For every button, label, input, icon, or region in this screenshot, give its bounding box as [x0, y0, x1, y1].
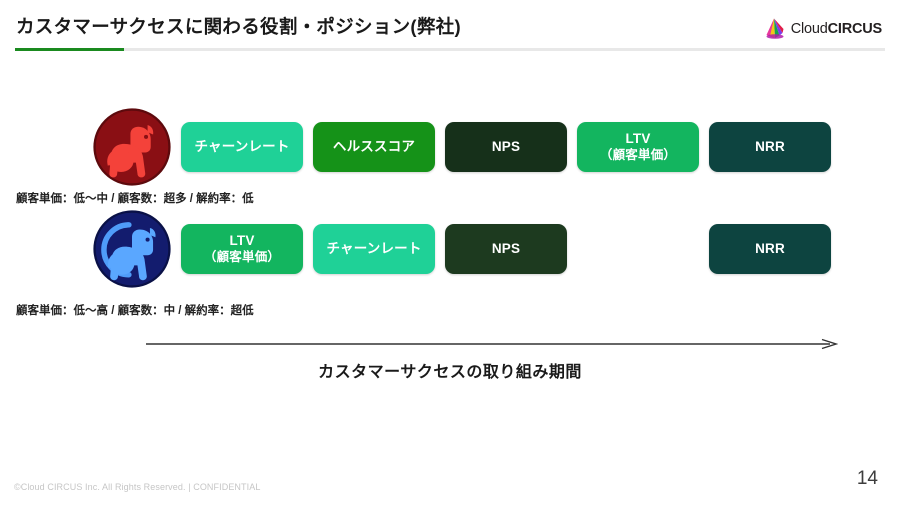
badge-label: NRR — [755, 138, 785, 154]
badge-ltv[interactable]: LTV （顧客単価） — [181, 224, 303, 274]
badge-label: LTV — [229, 232, 255, 248]
persona-caption-1: 顧客単価：低〜中 / 顧客数：超多 / 解約率：低 — [16, 193, 254, 205]
brand-word-cloud: Cloud — [790, 20, 828, 37]
page-number: 14 — [856, 468, 878, 489]
persona-row-2: LTV （顧客単価） チャーンレート NPS NRR — [0, 210, 900, 290]
badge-label: チャーンレート — [326, 240, 422, 256]
badge-label: ヘルススコア — [332, 138, 416, 154]
badge-label: NRR — [755, 240, 785, 256]
red-dog-icon — [93, 108, 171, 186]
circus-tent-icon — [763, 18, 785, 39]
title-divider — [15, 48, 885, 51]
brand-logo: CloudCIRCUS — [763, 18, 882, 39]
timeline-label: カスタマーサクセスの取り組み期間 — [318, 364, 582, 381]
badge-churn-rate[interactable]: チャーンレート — [313, 224, 435, 274]
persona-row-1: チャーンレート ヘルススコア NPS LTV （顧客単価） NRR — [0, 108, 900, 188]
badge-sublabel: （顧客単価） — [203, 249, 281, 264]
persona-caption-2: 顧客単価：低〜高 / 顧客数：中 / 解約率：超低 — [16, 305, 254, 317]
brand-word-circus: CIRCUS — [827, 20, 883, 37]
blue-dog-icon — [93, 210, 171, 288]
metric-badges-row-1: チャーンレート ヘルススコア NPS LTV （顧客単価） NRR — [181, 122, 831, 172]
badge-label: チャーンレート — [194, 138, 290, 154]
badge-label: NPS — [491, 240, 521, 256]
title-divider-accent — [15, 48, 124, 51]
badge-nrr[interactable]: NRR — [709, 224, 831, 274]
badge-sublabel: （顧客単価） — [599, 147, 677, 162]
badge-label: LTV — [625, 130, 651, 146]
badge-health-score[interactable]: ヘルススコア — [313, 122, 435, 172]
badge-nrr[interactable]: NRR — [709, 122, 831, 172]
brand-wordmark: CloudCIRCUS — [791, 21, 882, 37]
badge-nps[interactable]: NPS — [445, 122, 567, 172]
badge-empty-slot — [577, 224, 699, 274]
page-title: カスタマーサクセスに関わる役割・ポジション(弊社) — [16, 16, 461, 37]
timeline-arrow — [146, 338, 838, 350]
badge-ltv[interactable]: LTV （顧客単価） — [577, 122, 699, 172]
badge-nps[interactable]: NPS — [445, 224, 567, 274]
metric-badges-row-2: LTV （顧客単価） チャーンレート NPS NRR — [181, 224, 831, 274]
badge-label: NPS — [491, 138, 521, 154]
footer-copyright: ©Cloud CIRCUS Inc. All Rights Reserved. … — [14, 482, 261, 492]
badge-churn-rate[interactable]: チャーンレート — [181, 122, 303, 172]
